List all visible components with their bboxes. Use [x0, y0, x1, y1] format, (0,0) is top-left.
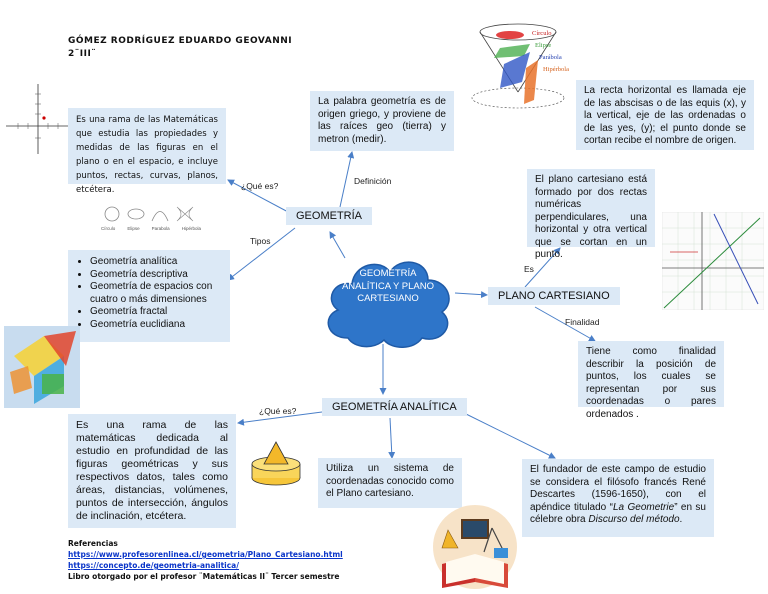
- tipo-item: Geometría descriptiva: [90, 269, 224, 282]
- arrow-geometria-def: [227, 179, 291, 214]
- conic-label-circulo: Círculo: [532, 30, 552, 37]
- arrow-plano-def: [524, 247, 561, 288]
- arrow-center-geometria: [329, 231, 346, 259]
- conic-label-parabola: Parábola: [539, 54, 562, 61]
- arrow-analitica-descartes: [461, 411, 556, 459]
- ejes-box: La recta horizontal es llamada eje de la…: [576, 80, 754, 150]
- center-topic: GEOMETRÍA ANALÍTICA Y PLANO CARTESIANO: [341, 268, 435, 304]
- conic-labels: Círculo Elipse Parábola Hipérbola: [532, 28, 569, 76]
- arrow-analitica-sistema: [388, 417, 396, 459]
- plano-definition-box: El plano cartesiano está formado por dos…: [527, 169, 655, 260]
- arrow-center-plano: [454, 291, 488, 299]
- node-geometria-analitica: GEOMETRÍA ANALÍTICA: [322, 398, 467, 416]
- conic-caption-circulo: Círculo: [101, 226, 116, 231]
- descartes-text-mid: ” en su célebre obra: [530, 501, 706, 526]
- label-es: Es: [524, 264, 534, 274]
- descartes-appendix-title: La Geometrie: [612, 501, 675, 513]
- label-que-es-1: ¿Qué es?: [241, 181, 279, 191]
- center-cloud-shape: [327, 261, 450, 348]
- label-finalidad: Finalidad: [565, 317, 600, 327]
- tipos-list-box: Geometría analítica Geometría descriptiv…: [68, 250, 230, 342]
- tipo-item: Geometría analítica: [90, 256, 224, 269]
- tipo-item: Geometría de espacios con cuatro o más d…: [90, 281, 224, 306]
- tipo-item: Geometría fractal: [90, 306, 224, 319]
- sistema-box: Utiliza un sistema de coordenadas conoci…: [318, 458, 462, 508]
- conic-caption-elipse: Elipse: [127, 226, 140, 231]
- cartesian-graph-lines-image: [662, 212, 764, 310]
- reference-link-profesorenlinea[interactable]: https://www.profesorenlinea.cl/geometria…: [68, 550, 343, 559]
- arrow-geometria-etimologia: [339, 151, 355, 208]
- conic-caption-parabola: Parabola: [151, 226, 170, 231]
- conic-label-hiperbola: Hipérbola: [543, 66, 569, 73]
- node-geometria: GEOMETRÍA: [286, 207, 373, 225]
- arrow-analitica-def: [237, 411, 323, 426]
- conic-sections-cone-image: [471, 23, 565, 109]
- descartes-text-start: El fundador de este campo de estudio se …: [530, 464, 706, 513]
- descartes-book-title: Discurso del método: [588, 514, 680, 525]
- cone-cylinder-image: [251, 441, 301, 486]
- references-section: Referencias https://www.profesorenlinea.…: [68, 538, 343, 582]
- geometria-definition-box: Es una rama de las Matemáticas que estud…: [68, 108, 226, 195]
- cartesian-graph-small-image: [6, 84, 68, 154]
- node-plano-cartesiano: PLANO CARTESIANO: [488, 287, 620, 305]
- etimologia-box: La palabra geometría es de origen griego…: [310, 91, 454, 151]
- label-tipos: Tipos: [250, 236, 271, 246]
- tipo-item: Geometría euclidiana: [90, 319, 224, 332]
- references-note: Libro otorgado por el profesor ¨Matemáti…: [68, 572, 340, 581]
- references-title: Referencias: [68, 539, 118, 548]
- descartes-box: El fundador de este campo de estudio se …: [522, 459, 714, 537]
- arrow-plano-finalidad: [534, 306, 596, 342]
- education-book-illustration: [433, 505, 517, 589]
- author-group: 2¨III¨: [68, 49, 97, 59]
- conic-label-elipse: Elipse: [535, 42, 552, 49]
- label-definicion: Definición: [354, 176, 392, 186]
- descartes-text-end: .: [679, 514, 683, 525]
- author-name: GÓMEZ RODRÍGUEZ EDUARDO GEOVANNI: [68, 36, 293, 46]
- finalidad-box: Tiene como finalidad describir la posici…: [578, 341, 724, 420]
- conic-shapes-row-image: [104, 206, 194, 222]
- reference-link-concepto[interactable]: https://concepto.de/geometria-analitica/: [68, 561, 239, 570]
- conic-captions: Círculo Elipse Parabola Hipérbola: [101, 226, 201, 231]
- geometric-solids-image: [4, 326, 80, 408]
- analitica-definition-box: Es una rama de las matemáticas dedicada …: [68, 414, 236, 528]
- conic-caption-hiperbola: Hipérbola: [181, 226, 201, 231]
- label-que-es-2: ¿Qué es?: [259, 406, 297, 416]
- arrow-geometria-tipos: [227, 227, 296, 281]
